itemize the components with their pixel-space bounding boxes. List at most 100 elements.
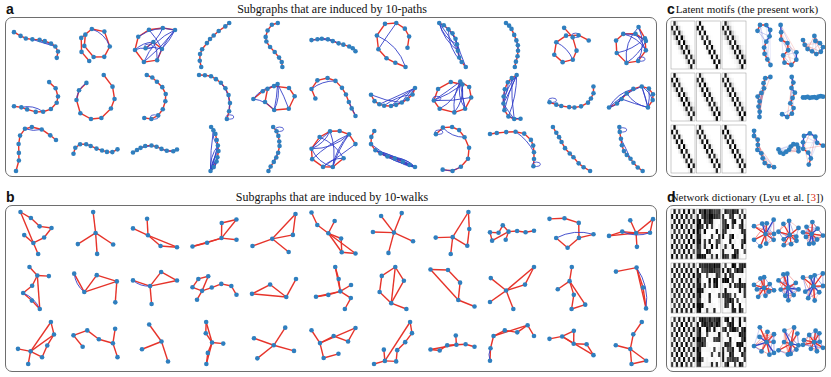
graph-node	[148, 284, 153, 289]
matrix-cell	[681, 21, 683, 26]
graph-node	[56, 49, 61, 54]
matrix-cell	[699, 78, 701, 83]
matrix-cell	[716, 64, 718, 69]
graph-node	[138, 146, 143, 151]
graph-node	[24, 36, 29, 41]
matrix-cell	[722, 78, 724, 83]
matrix-cell	[741, 35, 743, 40]
motif-matrix	[722, 21, 746, 69]
matrix-cell	[744, 83, 746, 88]
matrix-cell	[722, 102, 724, 107]
graph-node	[206, 274, 211, 279]
graph-node	[450, 125, 455, 130]
extra-edge	[380, 154, 415, 167]
graph-node	[277, 55, 282, 60]
graph-node	[197, 58, 202, 63]
matrix-cell	[732, 83, 734, 88]
graph-node	[591, 353, 596, 358]
matrix-cell	[734, 21, 736, 26]
graph-node	[393, 60, 398, 65]
matrix-cell	[727, 87, 729, 92]
graph-node	[384, 56, 389, 61]
matrix-cell	[722, 107, 724, 112]
matrix-cell	[699, 59, 701, 64]
matrix-cell	[673, 116, 675, 121]
graph-node	[559, 104, 564, 109]
graph-node	[450, 235, 455, 240]
graph-node	[159, 339, 164, 344]
matrix-cell	[724, 92, 726, 97]
matrix-cell	[718, 87, 720, 92]
matrix-cell	[734, 55, 736, 60]
matrix-cell	[693, 59, 695, 64]
matrix-cell	[713, 78, 715, 83]
matrix-cell	[704, 26, 706, 31]
graph-node	[53, 44, 58, 49]
graph-node	[28, 349, 33, 354]
matrix-cell	[734, 26, 736, 31]
matrix-cell	[685, 97, 687, 102]
path-edge	[385, 322, 410, 361]
walk-subgraph	[190, 274, 239, 302]
matrix-cell	[685, 45, 687, 50]
matrix-cell	[739, 92, 741, 97]
matrix-cell	[716, 21, 718, 26]
graph-node	[93, 231, 98, 236]
matrix-cell	[704, 107, 706, 112]
matrix-cell	[690, 97, 692, 102]
walk-subgraph	[428, 333, 477, 353]
graph-node	[514, 73, 519, 78]
graph-node	[403, 340, 408, 345]
graph-node	[491, 334, 496, 339]
graph-node	[321, 356, 326, 361]
path-edge	[388, 233, 393, 253]
matrix-cell	[713, 97, 715, 102]
graph-node	[208, 37, 213, 42]
graph-node	[270, 237, 275, 242]
extra-edge	[375, 150, 415, 167]
path-subgraph	[142, 73, 168, 122]
matrix-cell	[701, 102, 703, 107]
path-edge	[525, 267, 534, 285]
graph-node	[54, 138, 59, 143]
path-subgraph	[434, 125, 472, 174]
walk-subgraph	[131, 270, 180, 307]
path-edge	[252, 239, 272, 246]
graph-node	[393, 265, 398, 270]
graph-node	[503, 237, 508, 242]
graph-node	[49, 41, 54, 46]
extra-edge	[375, 150, 415, 167]
graph-node	[326, 231, 331, 236]
graph-node	[263, 100, 268, 105]
matrix-cell	[681, 78, 683, 83]
graph-node	[19, 105, 24, 110]
graph-node	[72, 271, 77, 276]
graph-node	[173, 28, 178, 33]
graph-node	[651, 217, 656, 222]
graph-node	[190, 244, 195, 249]
graph-node	[330, 39, 335, 44]
graph-node	[382, 347, 387, 352]
matrix-cell	[709, 50, 711, 55]
matrix-cell	[713, 83, 715, 88]
graph-node	[349, 283, 354, 288]
graph-node	[30, 298, 35, 303]
graph-node	[36, 252, 41, 257]
graph-node	[229, 284, 234, 289]
graph-node	[488, 230, 493, 235]
graph-node	[532, 334, 537, 339]
matrix-cell	[683, 92, 685, 97]
matrix-cell	[701, 92, 703, 97]
matrix-frame	[697, 21, 721, 69]
matrix-cell	[683, 31, 685, 36]
matrix-cell	[713, 50, 715, 55]
matrix-cell	[711, 26, 713, 31]
graph-node	[214, 138, 219, 143]
path-edge	[254, 338, 274, 345]
path-edge	[133, 280, 150, 286]
matrix-cell	[699, 97, 701, 102]
matrix-cell	[697, 83, 699, 88]
path-subgraph	[197, 21, 231, 70]
matrix-cell	[727, 21, 729, 26]
matrix-cell	[685, 35, 687, 40]
